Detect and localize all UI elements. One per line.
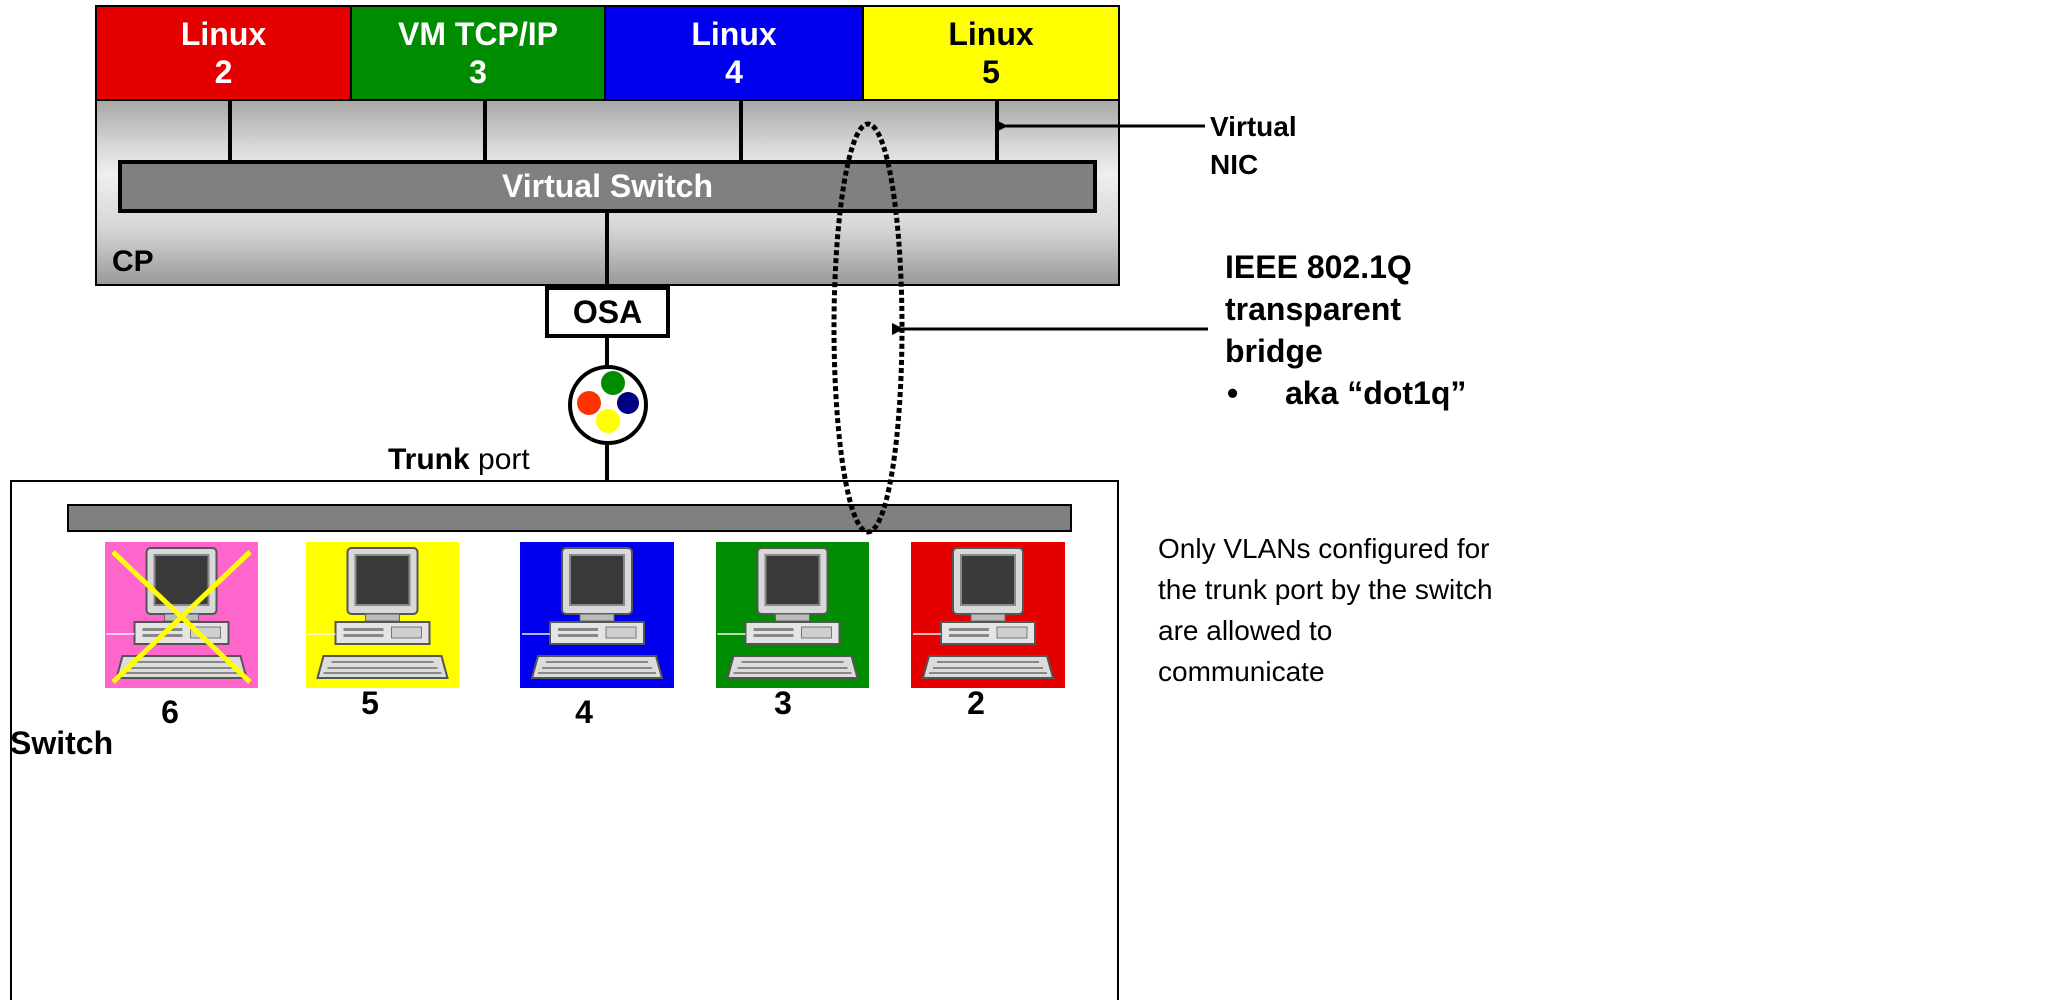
virtual-nic-link (228, 101, 232, 161)
guest-number: 3 (469, 54, 487, 90)
virtual-nic-link (739, 101, 743, 161)
note-line: Only VLANs configured for (1158, 533, 1490, 564)
dot1q-bridge-ellipse (831, 121, 905, 535)
guest-name: Linux (180, 16, 267, 52)
virtual-nic-line: Virtual (1210, 111, 1297, 142)
virtual-nic-line: NIC (1210, 149, 1259, 180)
bullet-icon: • (1227, 375, 1239, 411)
ieee-bullet-text: aka “dot1q” (1285, 375, 1467, 411)
port-to-switch-link (605, 445, 609, 505)
endpoint-number: 4 (575, 694, 593, 730)
osa-to-port-link (605, 338, 609, 368)
trunk-word: Trunk (388, 443, 470, 476)
cp-label: CP (112, 245, 154, 278)
endpoint-4 (520, 542, 674, 688)
guest-name: Linux (948, 16, 1034, 52)
ieee-bullet-item: • aka “dot1q” (1225, 372, 1466, 414)
x-cross-icon (111, 550, 252, 684)
switch-backplane-bus (67, 504, 1072, 532)
guest-linux-5: Linux 5 (862, 5, 1120, 101)
endpoint-number: 3 (774, 685, 792, 721)
endpoint-5 (306, 542, 459, 688)
guest-linux-2: Linux 2 (95, 5, 352, 101)
vlan-note: Only VLANs configured for the trunk port… (1158, 528, 2038, 692)
ieee-label: IEEE 802.1Q transparent bridge • aka “dot… (1225, 246, 1466, 414)
ieee-line: transparent (1225, 291, 1402, 327)
osa-label: OSA (572, 293, 643, 330)
guest-number: 2 (214, 54, 233, 90)
endpoint-number: 6 (161, 694, 179, 730)
endpoint-3 (716, 542, 869, 688)
ieee-line: IEEE 802.1Q (1225, 249, 1412, 285)
vlan-dot-green (601, 371, 625, 395)
vlan-dot-yellow (596, 409, 620, 433)
vlan-trunk-port-icon (568, 365, 648, 445)
guest-name: Linux (691, 16, 777, 52)
virtual-switch: Virtual Switch (118, 160, 1097, 213)
endpoint-number: 2 (967, 685, 985, 721)
virtual-nic-link (483, 101, 487, 161)
port-word: port (469, 443, 530, 476)
switch-label: Switch (10, 725, 114, 761)
endpoint-number: 5 (361, 685, 379, 721)
virtual-switch-label: Virtual Switch (501, 168, 713, 204)
vlan-dot-navy (617, 392, 639, 414)
guest-number: 4 (725, 54, 743, 90)
trunk-port-label: Trunk port (388, 443, 530, 477)
guest-linux-4: Linux 4 (604, 5, 864, 101)
guest-number: 5 (982, 54, 1000, 90)
osa-adapter: OSA (545, 286, 670, 338)
vswitch-uplink (605, 213, 609, 287)
note-line: are allowed to (1158, 615, 1333, 646)
vlan-dot-orange (577, 391, 601, 415)
guest-name: VM TCP/IP (397, 16, 558, 52)
endpoint-6 (105, 542, 258, 688)
ieee-line: bridge (1225, 333, 1323, 369)
endpoint-2 (911, 542, 1065, 688)
note-line: the trunk port by the switch (1158, 574, 1493, 605)
note-line: communicate (1158, 656, 1325, 687)
virtual-nic-label: Virtual NIC (1210, 108, 1297, 184)
